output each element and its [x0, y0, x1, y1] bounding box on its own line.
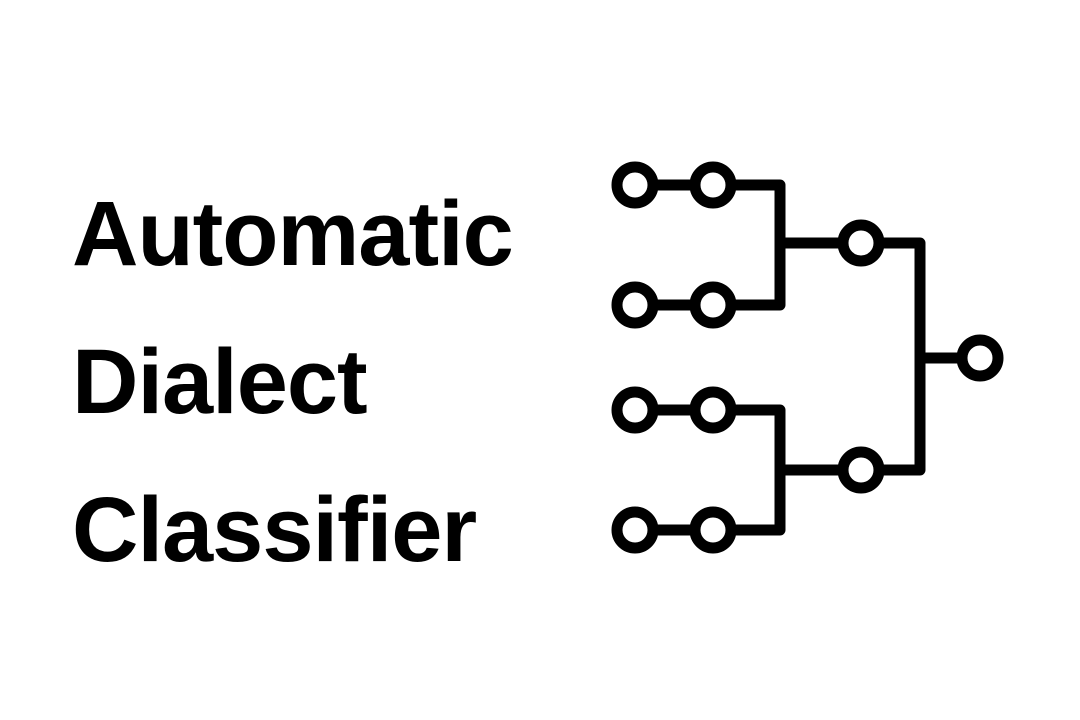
- leaf-node-3b: [689, 386, 737, 434]
- title-line-classifier: Classifier: [72, 479, 477, 581]
- title-line-automatic: Automatic: [72, 183, 514, 285]
- leaf-node-4b: [689, 506, 737, 554]
- leaf-node-3a: [611, 386, 659, 434]
- logo-title: Automatic Dialect Classifier: [72, 160, 514, 604]
- leaf-node-2b: [689, 281, 737, 329]
- title-line-dialect: Dialect: [72, 331, 368, 433]
- leaf-node-1b: [689, 161, 737, 209]
- leaf-node-4a: [611, 506, 659, 554]
- leaf-node-1a: [611, 161, 659, 209]
- mid-node-upper: [837, 219, 885, 267]
- leaf-node-2a: [611, 281, 659, 329]
- mid-node-lower: [837, 446, 885, 494]
- root-node: [956, 334, 1004, 382]
